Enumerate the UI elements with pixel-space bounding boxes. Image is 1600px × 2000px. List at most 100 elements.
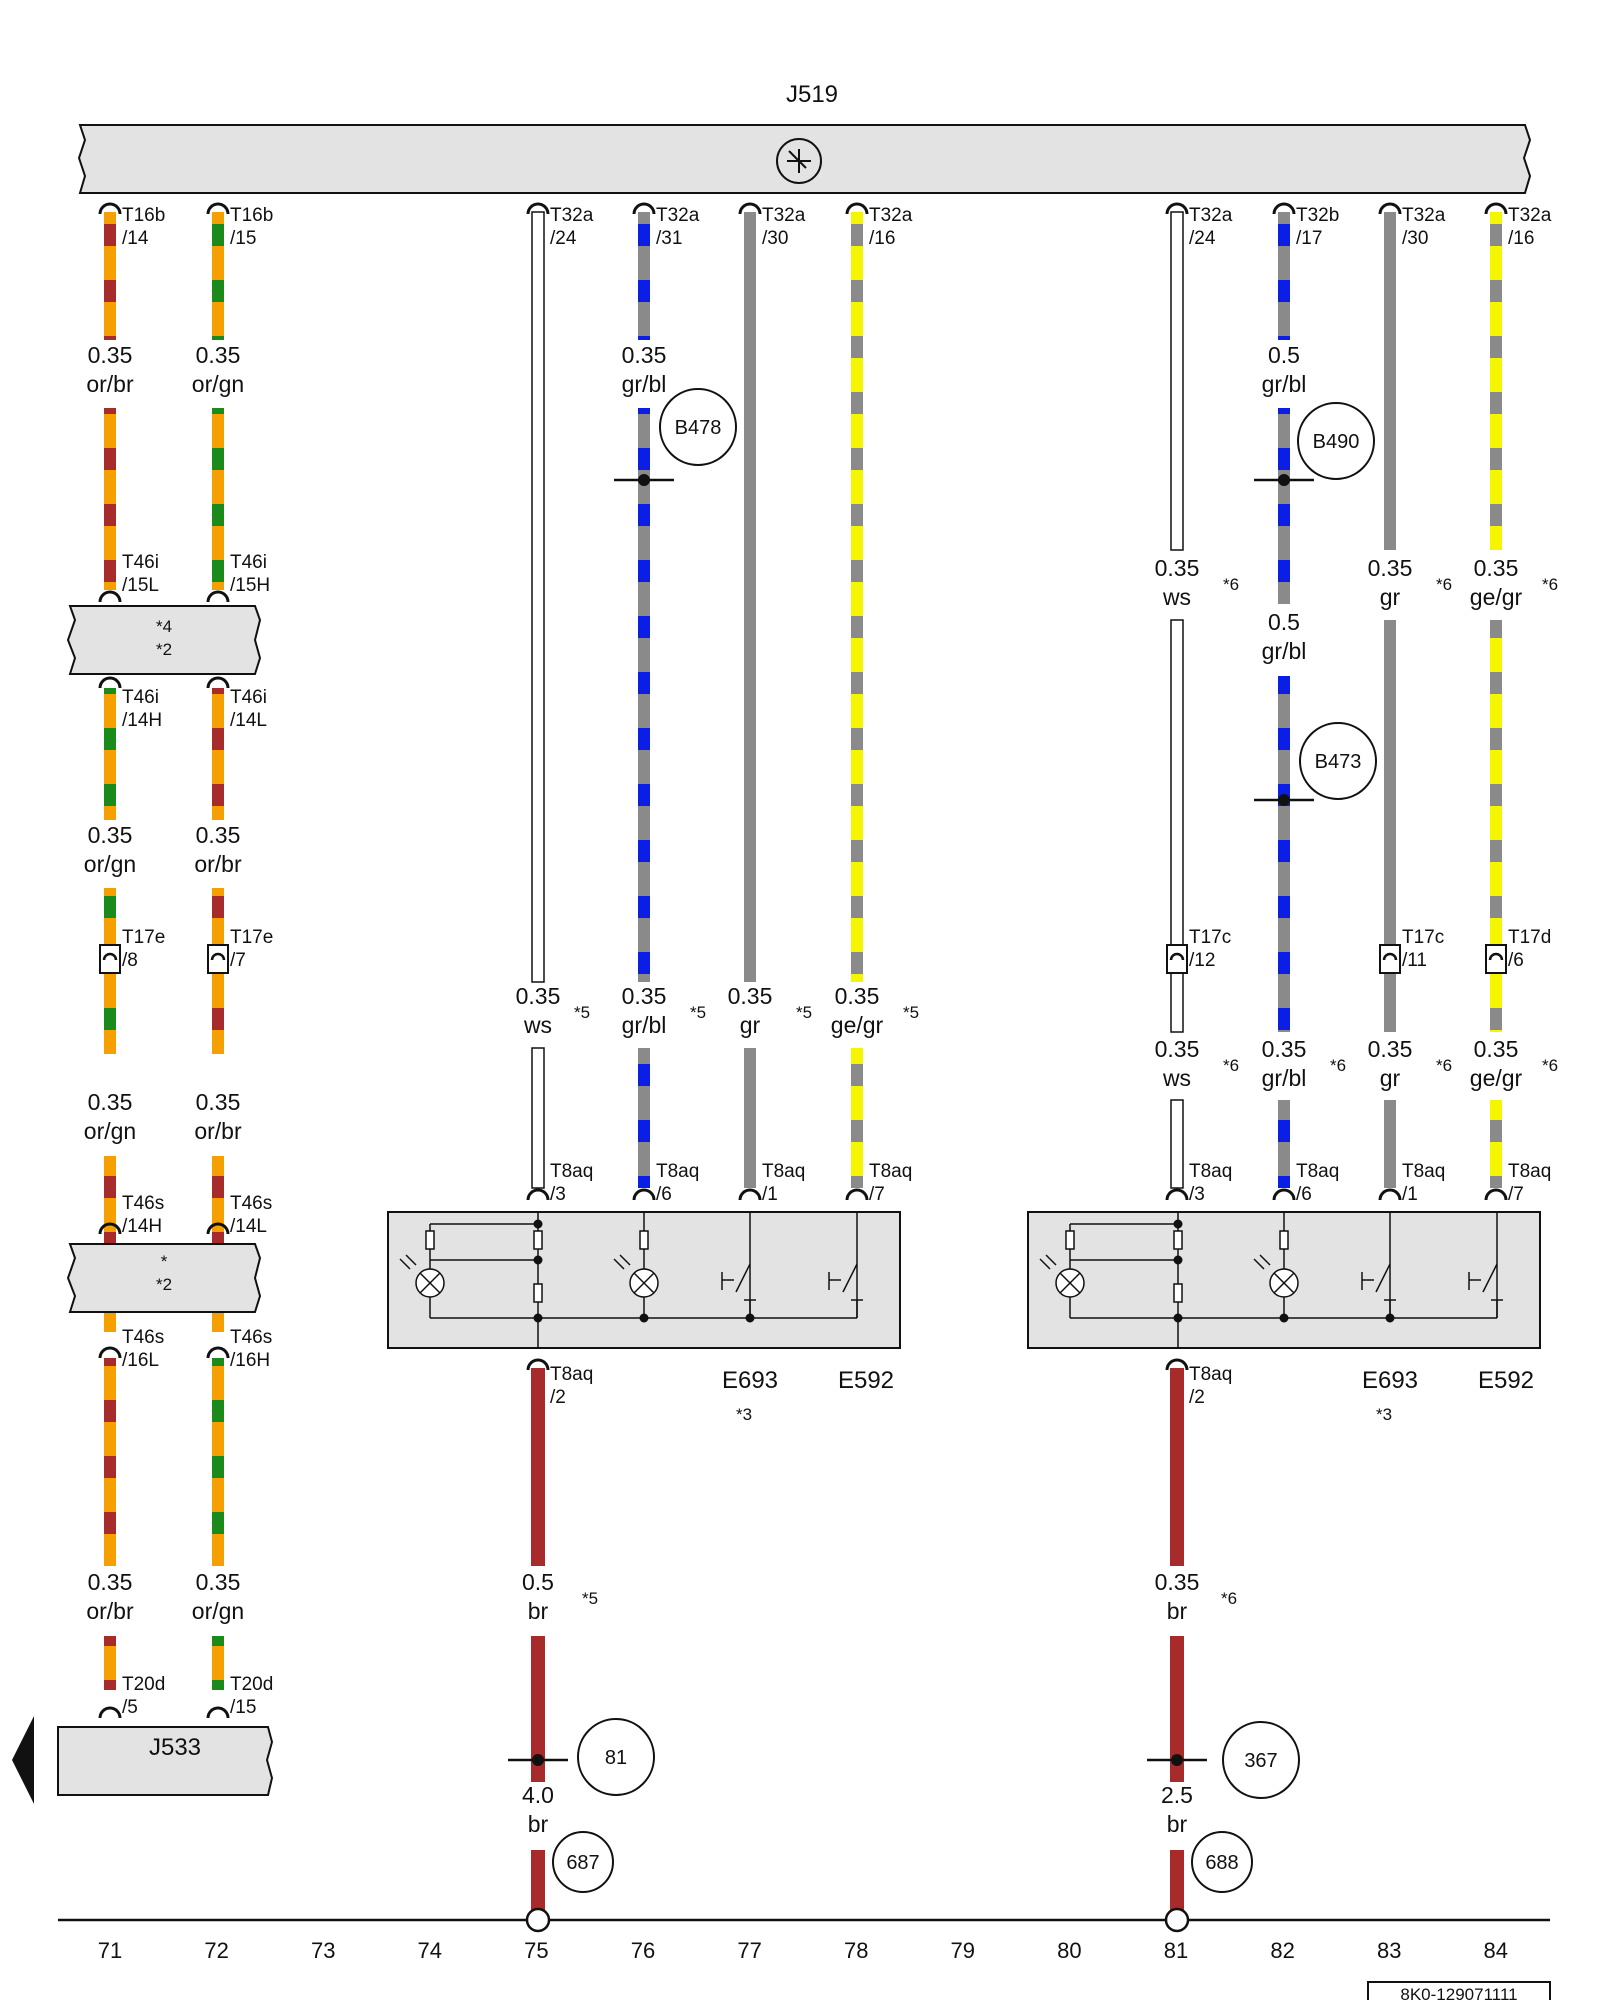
pin-label: /2 <box>1189 1387 1205 1408</box>
pin-label: T8aq <box>656 1161 699 1182</box>
wire-spec-label: 0.35 <box>1155 555 1200 581</box>
footnote-mark: *6 <box>1436 1056 1452 1075</box>
pin-label: T46s <box>122 1193 164 1214</box>
gateway-top-note-2: *2 <box>156 640 172 659</box>
column-number: 73 <box>311 1938 335 1963</box>
pin-label: T46s <box>230 1327 272 1348</box>
pin-label: T46s <box>230 1193 272 1214</box>
pin-label: T32a <box>656 205 700 226</box>
wire-spec-label: 0.35 <box>88 822 133 848</box>
wire-spec-label: gr/bl <box>1262 371 1307 397</box>
wire-labels: T16b/14T46i/15LT46i/14HT17e/8T46s/14HT46… <box>84 205 1558 1837</box>
svg-text:688: 688 <box>1205 1852 1238 1874</box>
column-number: 76 <box>631 1938 655 1963</box>
junction-81: 81 <box>508 1718 655 1796</box>
pin-label: T8aq <box>869 1161 912 1182</box>
wire-spec-label: 0.35 <box>196 1569 241 1595</box>
pin-label: /7 <box>230 950 246 971</box>
pin-label: T8aq <box>762 1161 805 1182</box>
gateway-top[interactable]: *4 *2 <box>66 605 262 675</box>
wire-spec-label: ws <box>1162 1065 1191 1091</box>
wire-spec-label: 4.0 <box>522 1782 554 1808</box>
pin-label: /16 <box>1508 228 1534 249</box>
wire-spec-label: 0.35 <box>835 983 880 1009</box>
wire-spec-label: 0.35 <box>622 983 667 1009</box>
wire-spec-label: or/gn <box>192 1598 244 1624</box>
switch-e592-label: E592 <box>1478 1367 1534 1394</box>
svg-text:B490: B490 <box>1313 431 1360 453</box>
svg-text:367: 367 <box>1244 1750 1277 1772</box>
column-number: 75 <box>524 1938 548 1963</box>
wire-spec-label: br <box>528 1598 549 1624</box>
pin-label: /2 <box>550 1387 566 1408</box>
column-number: 81 <box>1164 1938 1188 1963</box>
footnote-mark: *6 <box>1330 1056 1346 1075</box>
continuation-arrow-icon <box>12 1716 34 1804</box>
pin-label: /31 <box>656 228 682 249</box>
wire-spec-label: br <box>528 1811 549 1837</box>
pin-label: T46i <box>230 552 267 573</box>
pin-label: T46i <box>230 687 267 708</box>
pin-label: /6 <box>656 1184 672 1205</box>
column-number: 74 <box>418 1938 442 1963</box>
wire-spec-label: ge/gr <box>1470 584 1523 610</box>
wire-spec-label: or/gn <box>84 1118 136 1144</box>
pin-label: /1 <box>762 1184 778 1205</box>
wire-spec-label: or/br <box>194 851 242 877</box>
pin-label: /3 <box>550 1184 566 1205</box>
svg-text:687: 687 <box>566 1852 599 1874</box>
footnote-mark: *6 <box>1223 1056 1239 1075</box>
wire-spec-label: ws <box>1162 584 1191 610</box>
pin-label: /14H <box>122 1216 162 1237</box>
wire-spec-label: 0.35 <box>196 822 241 848</box>
light-sensor-icon <box>776 138 822 184</box>
gateway-bottom-note-1: * <box>161 1252 168 1271</box>
module-j533-label: J533 <box>149 1734 201 1761</box>
pin-label: /15 <box>230 228 256 249</box>
pin-label: T46i <box>122 687 159 708</box>
pin-label: /14L <box>230 710 267 731</box>
pin-label: /6 <box>1296 1184 1312 1205</box>
footnote-mark: *5 <box>690 1003 706 1022</box>
wire-spec-label: br <box>1167 1811 1188 1837</box>
pin-label: T32b <box>1296 205 1339 226</box>
gateway-bottom[interactable]: * *2 <box>66 1243 262 1313</box>
wire-spec-label: or/br <box>194 1118 242 1144</box>
pin-label: /17 <box>1296 228 1322 249</box>
pin-label: /15L <box>122 575 159 596</box>
wire-spec-label: 0.35 <box>1368 555 1413 581</box>
pin-label: T8aq <box>1402 1161 1445 1182</box>
junction-b490: B490 <box>1254 402 1375 486</box>
wire-spec-label: 0.35 <box>88 1569 133 1595</box>
pin-label: /30 <box>762 228 788 249</box>
module-j519[interactable]: J519 <box>77 81 1532 194</box>
junction-367: 367 <box>1147 1721 1300 1799</box>
wire-spec-label: or/br <box>86 371 134 397</box>
footnote-mark: *3 <box>1376 1405 1392 1424</box>
wire-spec-label: 0.5 <box>1268 342 1300 368</box>
pin-label: T32a <box>869 205 913 226</box>
svg-text:81: 81 <box>605 1747 627 1769</box>
gateway-top-note-1: *4 <box>156 617 172 636</box>
footnote-mark: *5 <box>903 1003 919 1022</box>
svg-text:B473: B473 <box>1315 751 1362 773</box>
wire-spec-label: gr/bl <box>1262 638 1307 664</box>
wire-spec-label: or/gn <box>192 371 244 397</box>
pin-label: T20d <box>122 1674 165 1695</box>
inline-connectors <box>99 944 1507 974</box>
wire-spec-label: ge/gr <box>831 1012 884 1038</box>
wire-spec-label: 0.35 <box>1368 1036 1413 1062</box>
footnote-mark: *6 <box>1436 575 1452 594</box>
pin-label: T17c <box>1402 927 1444 948</box>
pin-label: /14H <box>122 710 162 731</box>
pin-label: T8aq <box>1296 1161 1339 1182</box>
pin-label: T32a <box>762 205 806 226</box>
module-j533[interactable]: J533 <box>12 1716 274 1804</box>
pin-label: T32a <box>1508 205 1552 226</box>
wire-segments <box>104 211 1502 1912</box>
wire-spec-label: 0.35 <box>1155 1036 1200 1062</box>
